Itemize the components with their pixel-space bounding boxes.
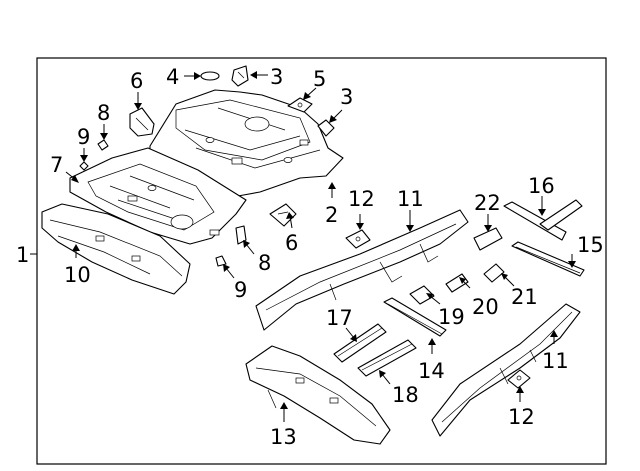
part-bracket-19 xyxy=(409,285,435,305)
callout-1: 1 xyxy=(16,243,29,267)
callout-15: 15 xyxy=(577,233,604,257)
callout-12-top: 12 xyxy=(348,187,375,211)
callout-17: 17 xyxy=(326,306,353,330)
callout-5: 5 xyxy=(313,67,326,91)
callout-7: 7 xyxy=(50,153,63,177)
part-side-member-lower xyxy=(431,303,581,437)
callout-20: 20 xyxy=(472,295,499,319)
callout-8-top: 8 xyxy=(97,101,110,125)
part-clip-9-mid xyxy=(215,255,227,267)
part-clip-9-top xyxy=(79,161,89,171)
callout-6-top: 6 xyxy=(130,69,143,93)
part-rail-14 xyxy=(383,297,447,337)
part-rear-crossmember xyxy=(245,345,391,445)
callout-3-top: 3 xyxy=(270,65,283,89)
callout-22: 22 xyxy=(474,191,501,215)
diagram-frame xyxy=(36,57,607,465)
leader-lines xyxy=(65,71,576,422)
callout-11-bottom: 11 xyxy=(542,349,569,373)
part-bracket-12-top xyxy=(345,229,371,249)
part-bracket-21 xyxy=(483,263,505,283)
callout-6-mid: 6 xyxy=(285,231,298,255)
callout-18: 18 xyxy=(392,383,419,407)
callout-3-right: 3 xyxy=(340,85,353,109)
callout-14: 14 xyxy=(418,359,445,383)
part-rear-floor-pan xyxy=(149,89,344,197)
part-bracket-3-right xyxy=(317,119,335,137)
callout-labels: 1 4 3 5 3 6 8 9 7 2 6 8 9 10 12 11 22 16… xyxy=(16,65,604,449)
callout-19: 19 xyxy=(438,305,465,329)
part-front-crossmember xyxy=(41,203,191,295)
callout-10: 10 xyxy=(64,263,91,287)
callout-8-mid: 8 xyxy=(258,251,271,275)
part-side-member-upper xyxy=(255,209,469,331)
part-bracket-3-top xyxy=(231,65,249,87)
part-bracket-8-mid xyxy=(235,225,247,245)
part-front-floor-pan xyxy=(69,147,247,245)
part-bracket-5 xyxy=(287,97,313,113)
callout-9-mid: 9 xyxy=(234,278,247,302)
part-bolt-8-top xyxy=(97,139,109,151)
part-bracket-6-mid xyxy=(269,203,297,227)
part-bracket-22 xyxy=(473,227,503,251)
part-plug-4 xyxy=(200,71,220,81)
part-rail-15 xyxy=(511,241,585,277)
part-rail-16 xyxy=(503,199,583,241)
callout-13: 13 xyxy=(270,425,297,449)
part-rail-18 xyxy=(357,339,417,377)
callout-12-bottom: 12 xyxy=(508,405,535,429)
callout-2: 2 xyxy=(325,203,338,227)
part-bracket-12-bottom xyxy=(507,369,531,389)
part-bracket-6-top xyxy=(129,107,155,137)
callout-9-top: 9 xyxy=(77,125,90,149)
callout-16: 16 xyxy=(528,174,555,198)
part-rail-17 xyxy=(333,323,387,363)
callout-21: 21 xyxy=(511,285,538,309)
callout-11-top: 11 xyxy=(397,187,424,211)
callout-4: 4 xyxy=(166,65,179,89)
